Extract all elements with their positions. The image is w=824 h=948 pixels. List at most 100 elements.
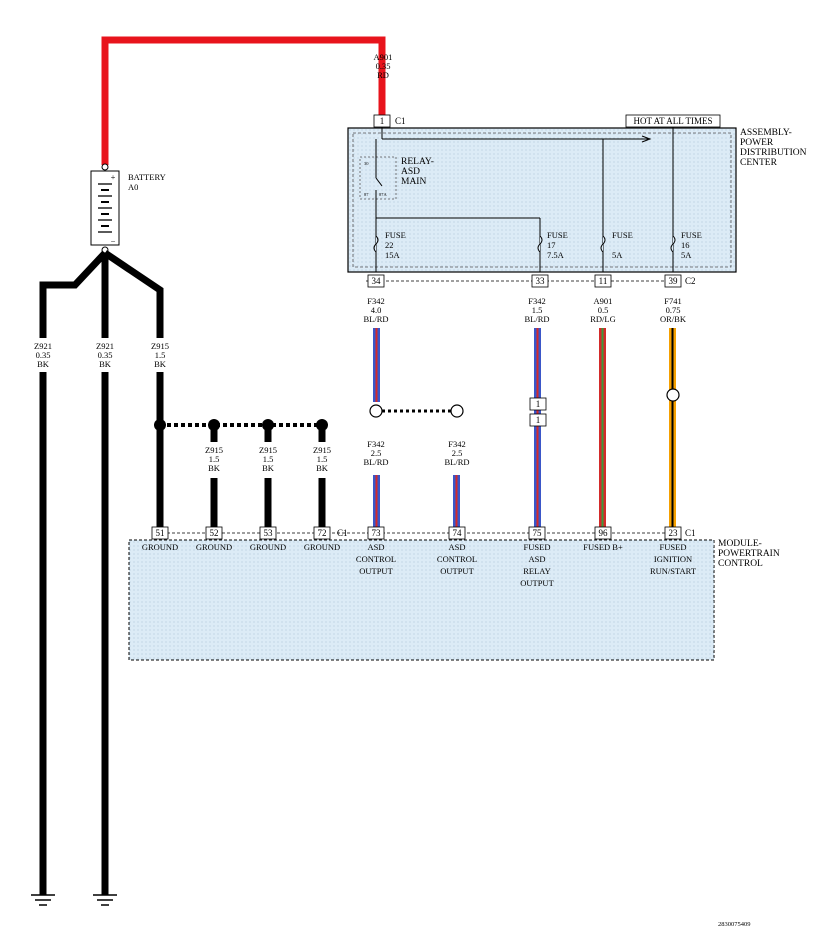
pdc-box xyxy=(347,127,737,273)
pcm-pin-box xyxy=(664,526,682,540)
pdc-output-connector: C2 xyxy=(685,276,696,286)
pcm-pin-label: ASD xyxy=(367,542,384,552)
inline-connector-bottom-pin: 1 xyxy=(536,415,541,425)
pcm-pin-label: RUN/START xyxy=(650,566,697,576)
gnd-branch-2-circuit: Z915 xyxy=(259,445,277,455)
fuse-1-number: 22 xyxy=(385,240,394,250)
relay-label-3: MAIN xyxy=(401,177,426,187)
gnd-branch-1-color: BK xyxy=(208,463,221,473)
pcm-pin-23: 23 xyxy=(669,528,679,538)
pcm-connector: C1 xyxy=(337,528,348,538)
gnd-wire-3-gauge: 1.5 xyxy=(155,350,166,360)
pdc-pin-box xyxy=(367,274,385,288)
ground-symbol-left xyxy=(31,894,55,906)
splice-wire-1-gauge: 2.5 xyxy=(371,448,382,458)
pcm-pin-box xyxy=(313,526,331,540)
ground-symbol-middle xyxy=(93,894,117,906)
pcm-pin-label: OUTPUT xyxy=(440,566,474,576)
pcm-pin-box xyxy=(151,526,169,540)
fuse-4-number: 16 xyxy=(681,240,690,250)
relay-pin-87a: 87A xyxy=(379,192,388,197)
svg-text:−: − xyxy=(111,236,116,246)
inline-connector-bottom xyxy=(529,413,547,427)
gnd-branch-3-gauge: 1.5 xyxy=(317,454,328,464)
hot-bus-arrow xyxy=(641,135,652,143)
splice-wire-2-gauge: 2.5 xyxy=(452,448,463,458)
pdc-wire-2-color: BL/RD xyxy=(524,314,549,324)
pcm-pin-label: CONTROL xyxy=(437,554,477,564)
gnd-branch-2-color: BK xyxy=(262,463,275,473)
fuse-1-label: FUSE xyxy=(385,230,406,240)
pdc-wire-1-gauge: 4.0 xyxy=(371,305,382,315)
red-wire xyxy=(101,36,386,165)
pcm-pin-box xyxy=(205,526,223,540)
fuse-symbol xyxy=(600,235,606,253)
relay-pin-30: 30 xyxy=(364,161,369,166)
gnd-wire-3-circuit: Z915 xyxy=(151,341,169,351)
pdc-pin-33: 33 xyxy=(536,276,546,286)
splice-wire-1-circuit: F342 xyxy=(367,439,384,449)
figure-id: 2830075409 xyxy=(718,921,751,928)
pcm-pin-75: 75 xyxy=(533,528,543,538)
fuse-22-symbol xyxy=(373,235,379,253)
asd-relay-box xyxy=(359,156,397,200)
gnd-branch-2-gauge: 1.5 xyxy=(263,454,274,464)
pcm-box xyxy=(128,539,715,661)
pcm-pin-label: CONTROL xyxy=(356,554,396,564)
pcm-pin-label: GROUND xyxy=(250,542,286,552)
pdc-input-pin: 1 xyxy=(380,116,385,126)
gnd-branch-1-circuit: Z915 xyxy=(205,445,223,455)
asd-splice-node xyxy=(450,404,464,418)
wire-f342-pin34-upper-tracer xyxy=(375,328,378,402)
red-wire-circuit: A901 xyxy=(374,52,393,62)
gnd-wire-1-color: BK xyxy=(37,359,50,369)
fuse-2-rating: 7.5A xyxy=(547,250,565,260)
pcm-pin-box xyxy=(528,526,546,540)
wire-f741-pin39-tracer xyxy=(671,328,674,530)
red-wire-gauge: 0.35 xyxy=(376,61,391,71)
fuse-4-label: FUSE xyxy=(681,230,702,240)
ground-wire-left xyxy=(39,250,108,895)
pdc-wire-4-color: OR/BK xyxy=(660,314,687,324)
fuse-3-rating: 5A xyxy=(612,250,623,260)
pcm-title-3: CONTROL xyxy=(718,559,763,569)
gnd-wire-1-gauge: 0.35 xyxy=(36,350,51,360)
red-wire-color: RD xyxy=(377,70,389,80)
battery-label: BATTERY xyxy=(128,172,166,182)
pdc-wire-2-circuit: F342 xyxy=(528,296,545,306)
wire-a901-pin11-tracer xyxy=(601,328,604,530)
pdc-pin-box xyxy=(664,274,682,288)
fuse-2-label: FUSE xyxy=(547,230,568,240)
pcm-pin-label: FUSED B+ xyxy=(583,542,623,552)
relay-switch xyxy=(375,177,383,187)
pdc-wire-2-gauge: 1.5 xyxy=(532,305,543,315)
pcm-pin-box xyxy=(448,526,466,540)
pcm-pin-box xyxy=(367,526,385,540)
pcm-pin-label: FUSED xyxy=(524,542,551,552)
gnd-wire-3-color: BK xyxy=(154,359,167,369)
pcm-pin-label: OUTPUT xyxy=(520,578,554,588)
pdc-wire-3-color: RD/LG xyxy=(590,314,616,324)
pcm-title-1: MODULE- xyxy=(718,539,762,549)
hot-label: HOT AT ALL TIMES xyxy=(634,116,713,126)
pdc-wire-3-circuit: A901 xyxy=(594,296,613,306)
pcm-pin-label: GROUND xyxy=(196,542,232,552)
pcm-pin-label: RELAY xyxy=(523,566,551,576)
pdc-pin-39: 39 xyxy=(669,276,679,286)
gnd-branch-1-gauge: 1.5 xyxy=(209,454,220,464)
pcm-pin-label: GROUND xyxy=(142,542,178,552)
pdc-input-connector: C1 xyxy=(395,116,406,126)
pcm-pin-72: 72 xyxy=(318,528,327,538)
ground-splice-node xyxy=(154,419,166,431)
pdc-title-1: ASSEMBLY- xyxy=(740,128,792,138)
pdc-title-3: DISTRIBUTION xyxy=(740,148,807,158)
pcm-pin-73: 73 xyxy=(372,528,382,538)
svg-text:+: + xyxy=(111,172,116,182)
inline-connector-top-pin: 1 xyxy=(536,399,541,409)
splice-wire-2-circuit: F342 xyxy=(448,439,465,449)
pdc-pin-11: 11 xyxy=(599,276,608,286)
inline-connector-top xyxy=(529,397,547,411)
pcm-pin-label: OUTPUT xyxy=(359,566,393,576)
